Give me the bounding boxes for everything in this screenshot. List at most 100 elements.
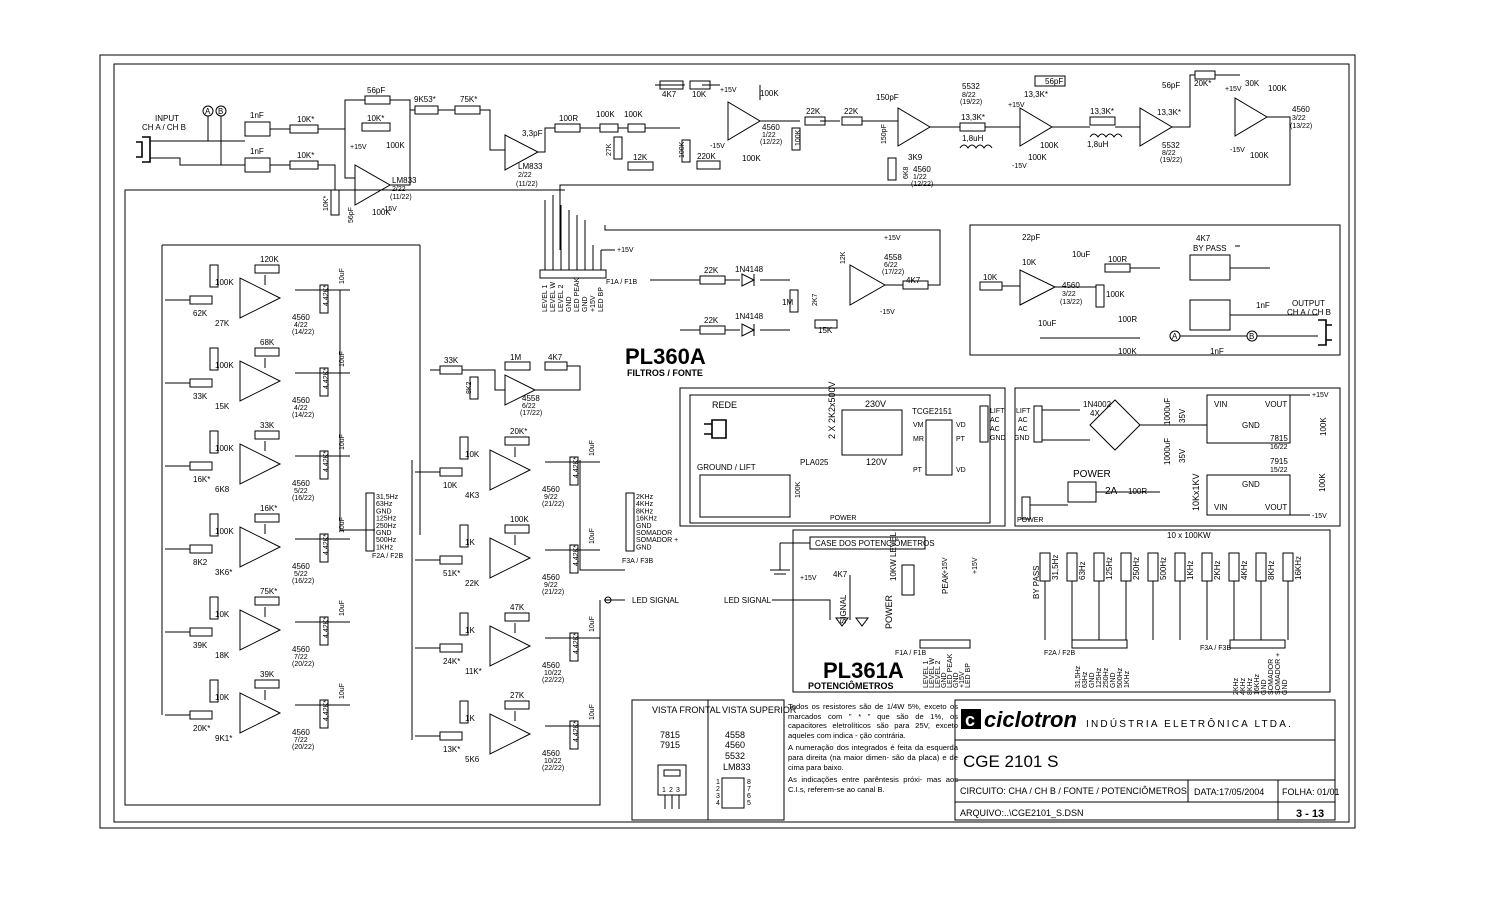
connector-pin-label: +15V bbox=[959, 671, 966, 688]
svg-text:1/22: 1/22 bbox=[762, 132, 776, 139]
svg-text:PT: PT bbox=[913, 467, 923, 474]
svg-text:100K: 100K bbox=[1106, 290, 1125, 299]
svg-text:A: A bbox=[1172, 332, 1178, 341]
svg-text:F1A / F1B: F1A / F1B bbox=[606, 279, 637, 286]
filter-res-in-value: 51K* bbox=[443, 569, 460, 578]
svg-text:BY PASS: BY PASS bbox=[1032, 566, 1041, 600]
bypass-relay bbox=[1189, 254, 1231, 281]
svg-text:1M: 1M bbox=[782, 298, 793, 307]
svg-text:4K7: 4K7 bbox=[906, 276, 921, 285]
filter-res-in bbox=[189, 544, 213, 554]
svg-text:CASE DOS POTENCIÔMETROS: CASE DOS POTENCIÔMETROS bbox=[815, 539, 935, 548]
svg-text:3K9: 3K9 bbox=[908, 153, 923, 162]
voltage-selector bbox=[841, 409, 903, 456]
connector-pin-label: GND bbox=[376, 530, 392, 537]
svg-text:LIFT: LIFT bbox=[990, 408, 1005, 415]
input-opamp bbox=[354, 164, 392, 206]
connector-pin-label: GND bbox=[582, 296, 589, 312]
filter-opamp bbox=[489, 537, 532, 579]
board-pl361a-title: PL361A bbox=[823, 658, 904, 683]
filter-wire bbox=[415, 711, 600, 737]
filter-ic-pos: 5/22 bbox=[294, 488, 308, 495]
svg-text:4558: 4558 bbox=[725, 730, 745, 740]
svg-text:100K: 100K bbox=[1319, 417, 1328, 436]
svg-text:AC: AC bbox=[990, 426, 1000, 433]
svg-text:10K*: 10K* bbox=[297, 151, 314, 160]
svg-text:10uF: 10uF bbox=[1038, 319, 1056, 328]
filter-cap-value: 10uF bbox=[339, 434, 346, 450]
inner-frame bbox=[113, 63, 1350, 823]
filter-res-in-value: 39K bbox=[193, 641, 208, 650]
filter-res-out bbox=[569, 544, 579, 574]
input-cap-b bbox=[244, 157, 271, 173]
filter-res-fb bbox=[254, 513, 280, 523]
company-name: INDÚSTRIA ELETRÔNICA LTDA. bbox=[1086, 717, 1293, 730]
svg-text:15/22: 15/22 bbox=[1270, 467, 1288, 474]
svg-text:100K: 100K bbox=[795, 129, 802, 146]
filter-res-fb bbox=[254, 596, 280, 606]
connector-pin-label: GND bbox=[1282, 679, 1289, 695]
svg-text:100K: 100K bbox=[1118, 347, 1137, 356]
svg-text:POWER: POWER bbox=[1017, 517, 1043, 524]
svg-text:7815: 7815 bbox=[1270, 434, 1288, 443]
output-stage: 22pF 10K 10K 4560 3/22 (13/22) 10uF 100R… bbox=[969, 224, 1341, 356]
svg-text:3: 3 bbox=[676, 787, 680, 794]
filter-res-out-value: 4,42K* bbox=[573, 633, 580, 654]
svg-text:35V: 35V bbox=[1178, 448, 1187, 463]
svg-text:10uF: 10uF bbox=[1072, 250, 1090, 259]
svg-text:F2A / F2B: F2A / F2B bbox=[1044, 650, 1075, 657]
connector-pin-label: 500Hz bbox=[1117, 667, 1124, 688]
svg-text:+15V: +15V bbox=[1008, 102, 1025, 109]
svg-text:(13/22): (13/22) bbox=[1290, 123, 1312, 130]
filter-res-fb-value: 75K* bbox=[260, 587, 277, 596]
filter-res-out-value: 4,42K* bbox=[323, 700, 330, 721]
svg-text:POWER: POWER bbox=[830, 515, 856, 522]
svg-text:1nF: 1nF bbox=[1256, 301, 1270, 310]
filter-ic-ch: (14/22) bbox=[292, 412, 314, 419]
dip-pin-number: 1 bbox=[716, 779, 720, 786]
svg-text:12K: 12K bbox=[633, 153, 648, 162]
svg-text:-15V: -15V bbox=[880, 309, 895, 316]
svg-text:LM833: LM833 bbox=[723, 762, 751, 772]
svg-text:10K*: 10K* bbox=[367, 114, 384, 123]
svg-text:F1A / F1B: F1A / F1B bbox=[895, 650, 926, 657]
lm833-b-opamp bbox=[504, 134, 540, 171]
res-100r-a bbox=[554, 123, 581, 133]
svg-text:2K7: 2K7 bbox=[812, 293, 819, 306]
svg-text:4560: 4560 bbox=[913, 165, 931, 174]
filter-res-g bbox=[459, 524, 469, 548]
note-2: A numeração dos integrados é feita da es… bbox=[788, 743, 958, 772]
svg-text:(12/22): (12/22) bbox=[760, 139, 782, 146]
band-label: 31,5Hz bbox=[1051, 555, 1060, 580]
svg-text:7915: 7915 bbox=[1270, 457, 1288, 466]
band-label: 1KHz bbox=[1186, 560, 1195, 580]
bridge-rectifier bbox=[1089, 399, 1141, 451]
filter-res-g-value: 1K bbox=[465, 538, 475, 547]
svg-text:5532: 5532 bbox=[725, 751, 745, 761]
svg-text:+15V: +15V bbox=[617, 247, 634, 254]
svg-text:5532: 5532 bbox=[1162, 141, 1180, 150]
svg-text:100K: 100K bbox=[1028, 153, 1047, 162]
svg-text:3,3pF: 3,3pF bbox=[522, 129, 543, 138]
filter-res-in bbox=[189, 295, 213, 305]
filter-opamp bbox=[239, 443, 282, 485]
input-res-fb bbox=[361, 122, 391, 132]
svg-text:LM833: LM833 bbox=[392, 176, 417, 185]
svg-text:2 X 2K2x500V: 2 X 2K2x500V bbox=[827, 381, 837, 439]
filter-ic-pos: 4/22 bbox=[294, 322, 308, 329]
filter-res-p-value: 22K bbox=[465, 579, 480, 588]
diode-2 bbox=[741, 323, 756, 337]
svg-text:220K: 220K bbox=[697, 152, 716, 161]
page-number: 3 - 13 bbox=[1296, 808, 1324, 820]
filter-res-in bbox=[189, 461, 213, 471]
filter-res-in bbox=[189, 627, 213, 637]
svg-text:4560: 4560 bbox=[725, 740, 745, 750]
filter-res-out-value: 4,42K* bbox=[573, 545, 580, 566]
filter-res-g bbox=[209, 347, 219, 371]
filter-res-fb-value: 100K bbox=[510, 515, 529, 524]
band-pot bbox=[1120, 552, 1132, 582]
svg-text:100K: 100K bbox=[372, 208, 391, 217]
filter-res-g bbox=[209, 430, 219, 454]
connector-pin-label: SOMADOR + bbox=[1275, 653, 1282, 695]
